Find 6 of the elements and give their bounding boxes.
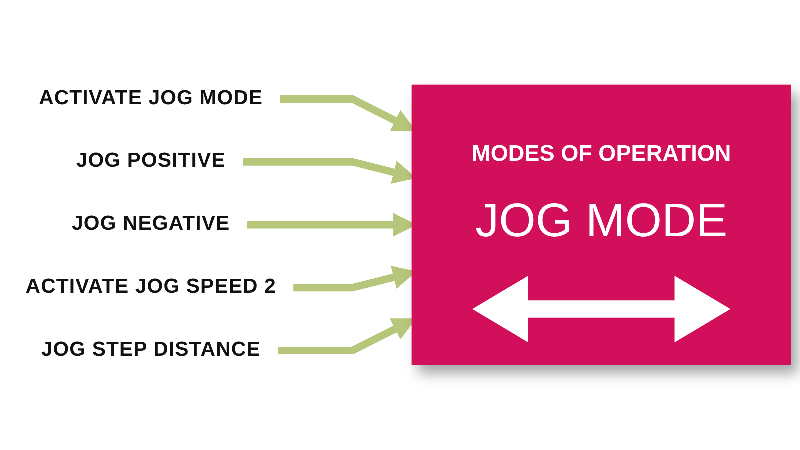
- mode-box: MODES OF OPERATION JOG MODE: [412, 84, 792, 366]
- signal-label: JOG POSITIVE: [76, 150, 226, 173]
- signal-label: ACTIVATE JOG SPEED 2: [26, 276, 276, 298]
- signal-label: ACTIVATE JOG MODE: [39, 87, 264, 110]
- signal-label: JOG STEP DISTANCE: [41, 338, 261, 362]
- signal-label: JOG NEGATIVE: [72, 212, 230, 236]
